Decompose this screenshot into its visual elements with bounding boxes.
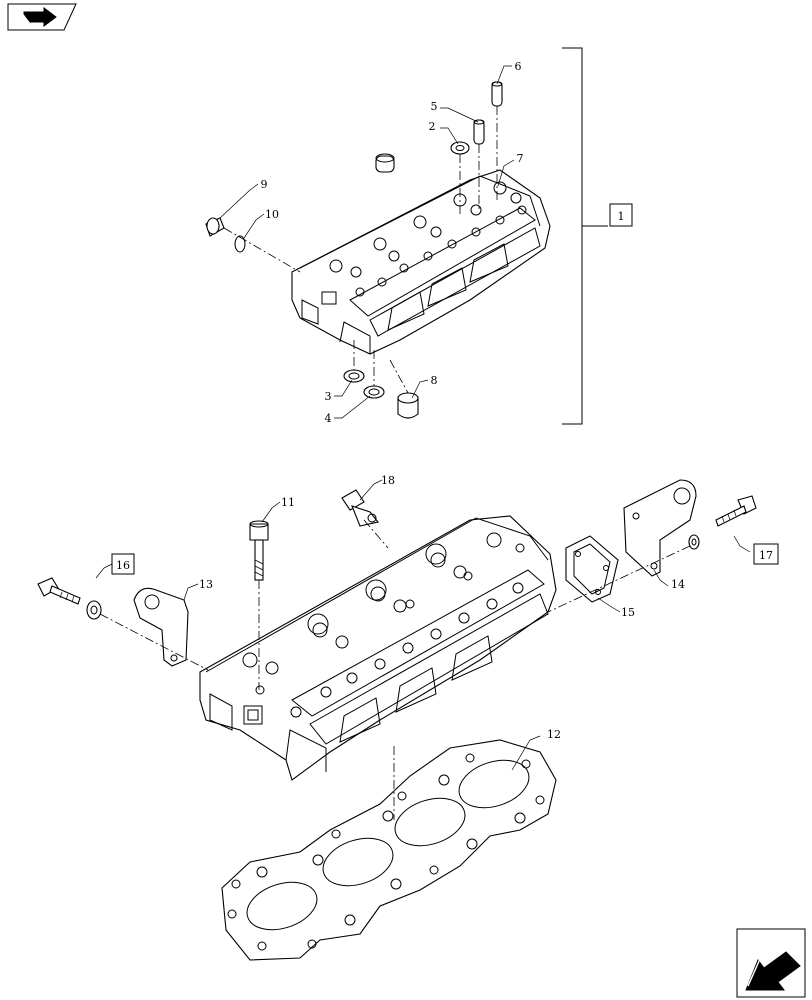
assembly-bracket	[562, 47, 608, 425]
part-sensor-18	[341, 489, 379, 527]
previous-page-arrow-icon[interactable]	[7, 3, 77, 31]
part-plug-8	[397, 392, 419, 419]
leader-lines	[95, 65, 751, 771]
callout-11: 11	[281, 496, 295, 509]
callout-16: 16	[111, 553, 135, 575]
lower-cylinder-head	[199, 515, 557, 781]
callout-17: 17	[753, 543, 779, 565]
part-pin-5	[473, 119, 485, 145]
svg-text:16: 16	[116, 559, 130, 572]
next-page-arrow-icon[interactable]	[736, 928, 806, 998]
svg-text:17: 17	[759, 549, 773, 562]
upper-assembly-lines	[223, 106, 498, 394]
part-gasket-15	[565, 535, 619, 603]
callout-7: 7	[517, 152, 524, 165]
part-washer-16	[86, 600, 102, 620]
callout-5: 5	[431, 100, 438, 113]
part-head-gasket-12	[221, 739, 557, 961]
callout-4: 4	[325, 412, 332, 425]
callout-18: 18	[381, 474, 395, 487]
part-plug-top	[375, 153, 395, 173]
part-washer-4	[363, 385, 385, 399]
callout-2: 2	[429, 120, 436, 133]
part-bolt-17	[715, 495, 757, 527]
lower-assembly-lines	[99, 519, 691, 820]
part-bolt-16	[37, 577, 81, 605]
part-bracket-13	[133, 587, 189, 667]
callout-13: 13	[199, 578, 213, 591]
callout-15: 15	[621, 606, 635, 619]
callout-1: 1	[609, 203, 633, 227]
callout-3: 3	[325, 390, 332, 403]
part-oring-10	[234, 235, 246, 253]
callout-9: 9	[261, 178, 268, 191]
upper-cylinder-head	[291, 169, 551, 355]
callout-12: 12	[547, 728, 561, 741]
part-plug-9	[205, 217, 225, 237]
part-washer-17	[688, 534, 700, 550]
part-bracket-14	[623, 479, 697, 577]
part-pin-6	[491, 81, 503, 107]
part-washer-2	[450, 141, 470, 155]
part-washer-3	[343, 369, 365, 383]
callout-6: 6	[515, 60, 522, 73]
callout-8: 8	[431, 374, 438, 387]
callout-10: 10	[265, 208, 279, 221]
svg-text:1: 1	[618, 210, 625, 223]
callout-14: 14	[671, 578, 685, 591]
part-bolt-11	[249, 520, 269, 581]
